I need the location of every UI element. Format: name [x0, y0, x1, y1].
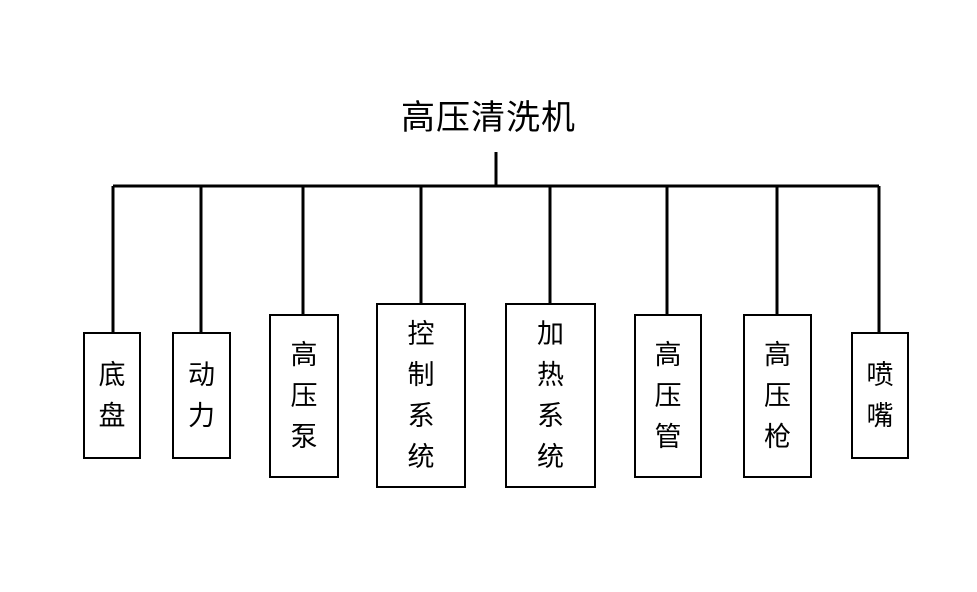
node-label-char: 压	[764, 380, 791, 412]
node-box-1[interactable]: 底盘	[83, 332, 141, 459]
node-box-7[interactable]: 高压枪	[743, 314, 812, 478]
node-label-char: 系	[407, 400, 435, 432]
node-box-5[interactable]: 加热系统	[505, 303, 596, 488]
node-label-char: 高	[290, 339, 318, 371]
node-label-char: 系	[537, 400, 564, 432]
node-label-char: 嘴	[866, 400, 894, 432]
node-label-2: 动力	[188, 355, 215, 437]
node-label-char: 控	[407, 318, 435, 350]
root-node-title: 高压清洗机	[401, 98, 576, 138]
node-label-char: 统	[537, 441, 564, 473]
node-label-4: 控制系统	[408, 314, 435, 478]
node-label-char: 枪	[764, 421, 791, 453]
node-label-8: 喷嘴	[867, 355, 894, 437]
node-box-4[interactable]: 控制系统	[376, 303, 466, 488]
node-label-char: 泵	[290, 421, 318, 453]
node-label-char: 统	[407, 441, 435, 473]
node-label-char: 高	[764, 339, 791, 371]
node-label-char: 盘	[98, 400, 126, 432]
node-label-3: 高压泵	[291, 335, 318, 458]
node-label-char: 加	[537, 318, 564, 350]
node-box-3[interactable]: 高压泵	[269, 314, 339, 478]
node-label-char: 热	[537, 359, 564, 391]
node-box-6[interactable]: 高压管	[634, 314, 702, 478]
node-label-char: 制	[407, 359, 435, 391]
node-label-char: 压	[290, 380, 318, 412]
node-label-char: 高	[654, 339, 682, 371]
node-label-char: 底	[98, 359, 126, 391]
node-label-6: 高压管	[655, 335, 682, 458]
node-label-1: 底盘	[99, 355, 126, 437]
node-label-char: 喷	[866, 359, 894, 391]
node-label-char: 力	[188, 400, 215, 432]
node-box-2[interactable]: 动力	[172, 332, 231, 459]
node-box-8[interactable]: 喷嘴	[851, 332, 909, 459]
node-label-5: 加热系统	[537, 314, 564, 478]
node-label-char: 管	[654, 421, 682, 453]
node-label-char: 压	[654, 380, 682, 412]
node-label-7: 高压枪	[764, 335, 791, 458]
node-label-char: 动	[188, 359, 215, 391]
